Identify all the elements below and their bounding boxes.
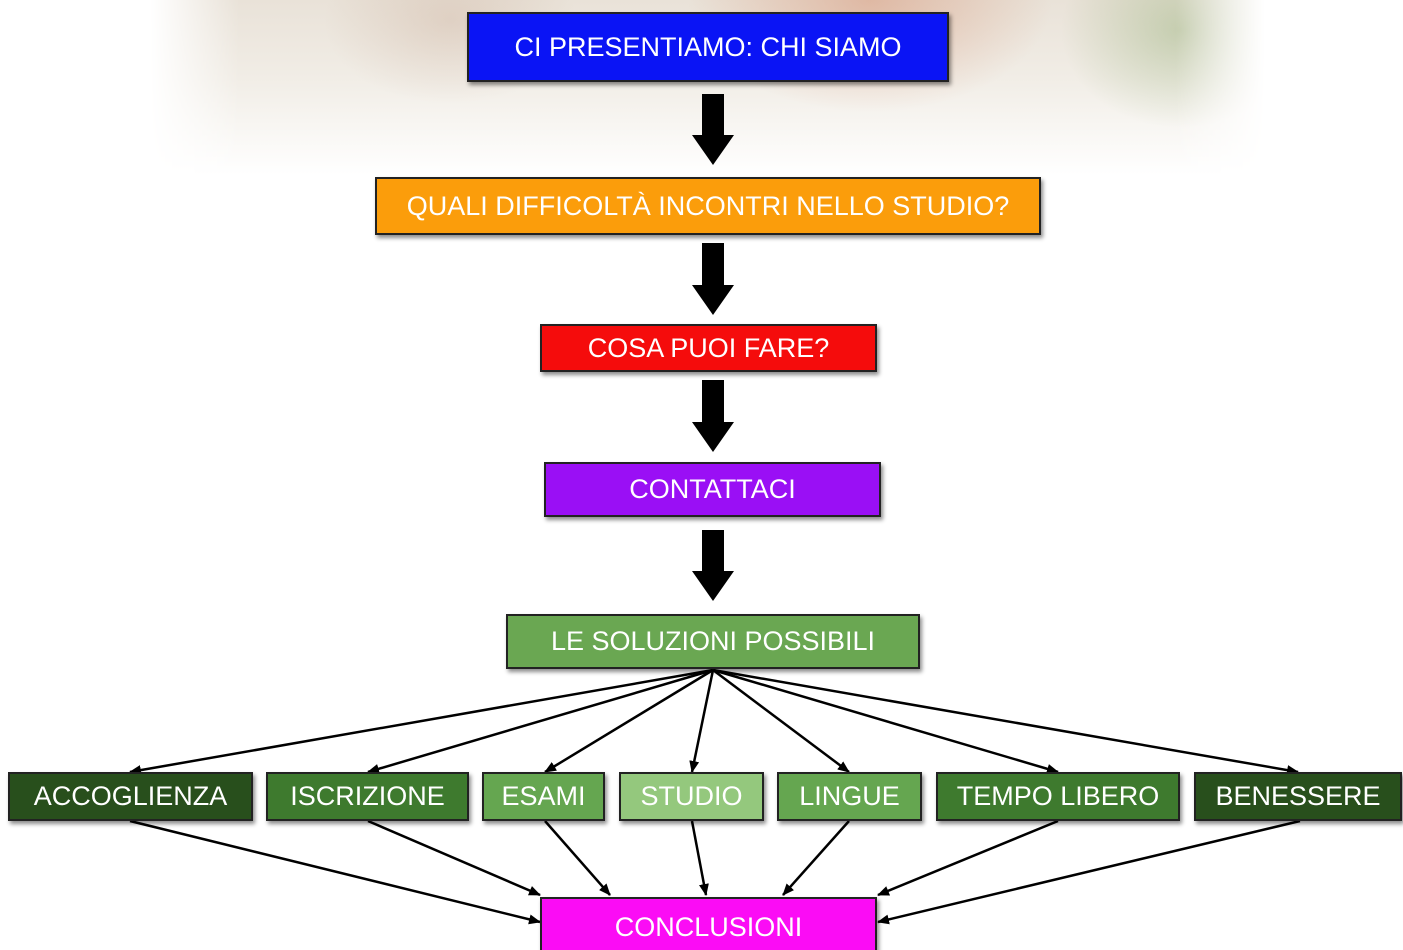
contact-box[interactable]: CONTATTACI <box>544 462 881 517</box>
topic-box-benessere[interactable]: BENESSERE <box>1194 772 1402 821</box>
topic-box-tempo-libero[interactable]: TEMPO LIBERO <box>936 772 1180 821</box>
topic-label: LINGUE <box>799 781 900 811</box>
fan-out-arrow-6 <box>712 668 1059 774</box>
down-arrow-1 <box>692 94 734 165</box>
fan-out-arrow-7 <box>712 668 1299 776</box>
topic-label: STUDIO <box>640 781 743 811</box>
down-arrow-2 <box>692 243 734 315</box>
fan-in-arrow-1 <box>129 819 541 925</box>
fan-in-arrow-2 <box>367 819 541 897</box>
topic-label: ESAMI <box>501 781 586 811</box>
down-arrow-4 <box>692 530 734 601</box>
fan-in-arrow-7 <box>877 819 1301 925</box>
top-box-label: CI PRESENTIAMO: CHI SIAMO <box>514 31 902 62</box>
topic-label: ACCOGLIENZA <box>33 781 228 811</box>
fan-out-arrow-3 <box>544 668 714 774</box>
contact-box-label: CONTATTACI <box>629 474 796 504</box>
topic-label: ISCRIZIONE <box>290 781 445 811</box>
fan-in-arrow-5 <box>782 820 850 896</box>
topic-box-lingue[interactable]: LINGUE <box>777 772 922 821</box>
topic-label: TEMPO LIBERO <box>956 781 1160 811</box>
topic-box-esami[interactable]: ESAMI <box>482 772 605 821</box>
solutions-box[interactable]: LE SOLUZIONI POSSIBILI <box>506 614 920 669</box>
fan-out-arrow-5 <box>712 669 850 773</box>
topic-box-studio[interactable]: STUDIO <box>619 772 764 821</box>
difficulties-box-label: QUALI DIFFICOLTÀ INCONTRI NELLO STUDIO? <box>406 190 1010 221</box>
conclusion-box-label: CONCLUSIONI <box>614 911 803 942</box>
down-arrow-3 <box>692 380 734 452</box>
top-box-chi-siamo[interactable]: CI PRESENTIAMO: CHI SIAMO <box>467 12 949 82</box>
solutions-box-label: LE SOLUZIONI POSSIBILI <box>550 626 876 656</box>
conclusion-box[interactable]: CONCLUSIONI <box>540 897 877 950</box>
fan-in-arrow-4 <box>690 820 709 896</box>
fan-in-arrow-3 <box>544 820 611 896</box>
fan-out-arrow-4 <box>689 669 715 773</box>
fan-in-arrow-6 <box>877 819 1059 897</box>
fan-out-arrow-2 <box>367 668 714 774</box>
topic-box-iscrizione[interactable]: ISCRIZIONE <box>266 772 469 821</box>
what-to-do-box[interactable]: COSA PUOI FARE? <box>540 324 877 372</box>
difficulties-box[interactable]: QUALI DIFFICOLTÀ INCONTRI NELLO STUDIO? <box>375 177 1041 235</box>
topic-box-accoglienza[interactable]: ACCOGLIENZA <box>8 772 253 821</box>
fan-out-arrow-1 <box>129 668 714 776</box>
what-to-do-box-label: COSA PUOI FARE? <box>587 332 830 363</box>
topic-label: BENESSERE <box>1215 781 1381 811</box>
